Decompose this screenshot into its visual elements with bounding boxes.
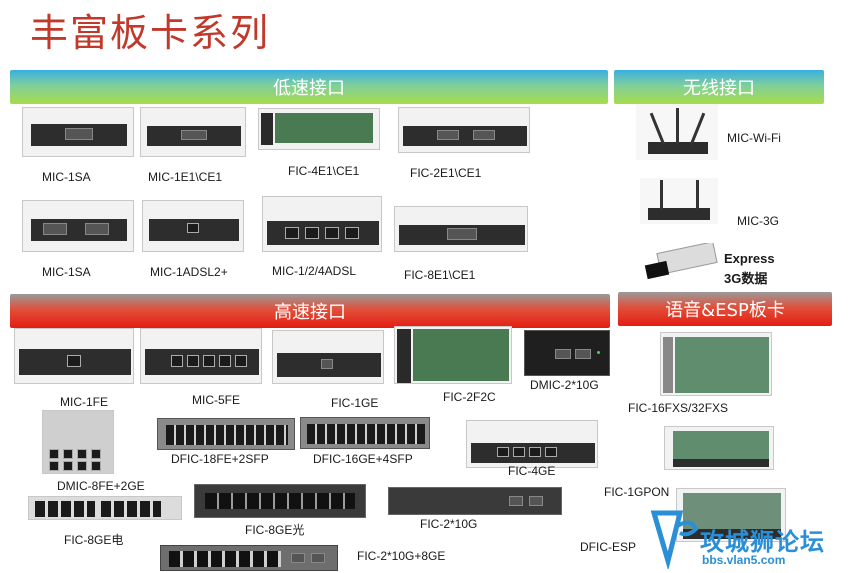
label-mic-1adsl: MIC-1ADSL2+: [150, 265, 228, 279]
card-image-mic-1adsl: [142, 200, 244, 252]
label-dfic-16ge: DFIC-16GE+4SFP: [313, 452, 413, 466]
label-fic-16fxs: FIC-16FXS/32FXS: [628, 401, 729, 415]
label-fic-2-10g: FIC-2*10G: [420, 517, 478, 531]
card-image-fic-4e1: [258, 108, 380, 150]
label-express-3g-line2: 3G数据: [724, 271, 768, 286]
slide-title: 丰富板卡系列: [30, 11, 271, 55]
label-mic-1sa-a: MIC-1SA: [42, 170, 91, 184]
card-image-fic-8e1: [394, 206, 528, 252]
watermark: 攻城狮论坛 bbs.vlan5.com: [650, 503, 850, 573]
card-image-mic-wifi: [636, 104, 718, 160]
label-mic-1e1: MIC-1E1\CE1: [148, 170, 223, 184]
card-image-fic-8ge-e: [28, 496, 182, 520]
card-image-fic-1ge: [272, 330, 384, 384]
label-mic-5fe: MIC-5FE: [192, 393, 240, 407]
label-mic-1fe: MIC-1FE: [60, 395, 108, 409]
card-image-express-3g: [640, 243, 722, 283]
card-image-fic-8ge-o: [194, 484, 366, 518]
card-image-dfic-16ge: [300, 417, 430, 449]
label-fic-2e1: FIC-2E1\CE1: [410, 166, 482, 180]
watermark-url: bbs.vlan5.com: [702, 553, 786, 567]
card-image-fic-2-10g-8ge: [160, 545, 338, 571]
card-image-mic-1e1: [140, 107, 246, 157]
card-image-mic-124adsl: [262, 196, 382, 252]
label-fic-4e1: FIC-4E1\CE1: [288, 164, 360, 178]
card-image-fic-4ge: [466, 420, 598, 468]
label-dmic-2-10g: DMIC-2*10G: [530, 378, 599, 392]
banner-low-speed: 低速接口: [10, 70, 608, 104]
card-image-mic-1fe: [14, 328, 134, 384]
card-image-dmic-2-10g: [524, 330, 610, 376]
label-dfic-18fe: DFIC-18FE+2SFP: [171, 452, 269, 466]
card-image-mic-1sa-b: [22, 200, 134, 252]
label-mic-1sa-b: MIC-1SA: [42, 265, 91, 279]
banner-wireless-label: 无线接口: [683, 78, 755, 99]
card-image-fic-2-10g: [388, 487, 562, 515]
card-image-fic-1gpon: [664, 426, 774, 470]
label-fic-1gpon: FIC-1GPON: [604, 485, 670, 499]
watermark-logo-icon: [650, 510, 699, 569]
card-image-fic-2e1: [398, 107, 530, 153]
banner-low-speed-label: 低速接口: [273, 78, 345, 99]
card-image-fic-16fxs: [660, 332, 772, 396]
banner-high-speed: 高速接口: [10, 294, 610, 328]
label-fic-1ge: FIC-1GE: [331, 396, 379, 410]
label-fic-8ge-e: FIC-8GE电: [64, 533, 124, 547]
label-mic-124adsl: MIC-1/2/4ADSL: [272, 264, 357, 278]
label-fic-8e1: FIC-8E1\CE1: [404, 268, 476, 282]
label-express-3g-line1: Express: [724, 251, 775, 266]
label-fic-2-10g-8ge: FIC-2*10G+8GE: [357, 549, 446, 563]
card-image-fic-2f2c: [394, 326, 512, 384]
label-dfic-esp: DFIC-ESP: [580, 540, 637, 554]
label-fic-2f2c: FIC-2F2C: [443, 390, 496, 404]
banner-high-speed-label: 高速接口: [274, 302, 346, 323]
banner-voice-esp-label: 语音&ESP板卡: [665, 300, 785, 321]
card-image-dfic-18fe: [157, 418, 295, 450]
card-image-mic-3g: [640, 178, 718, 224]
card-image-mic-5fe: [140, 328, 262, 384]
label-mic-3g: MIC-3G: [737, 214, 779, 228]
card-image-mic-1sa-a: [22, 107, 134, 157]
label-fic-8ge-o: FIC-8GE光: [245, 523, 305, 537]
watermark-text: 攻城狮论坛: [700, 528, 825, 556]
label-dmic-8fe: DMIC-8FE+2GE: [57, 479, 145, 493]
label-mic-wifi: MIC-Wi-Fi: [727, 131, 781, 145]
banner-voice-esp: 语音&ESP板卡: [618, 292, 832, 326]
card-image-dmic-8fe: [42, 410, 114, 474]
label-fic-4ge: FIC-4GE: [508, 464, 556, 478]
banner-wireless: 无线接口: [614, 70, 824, 104]
